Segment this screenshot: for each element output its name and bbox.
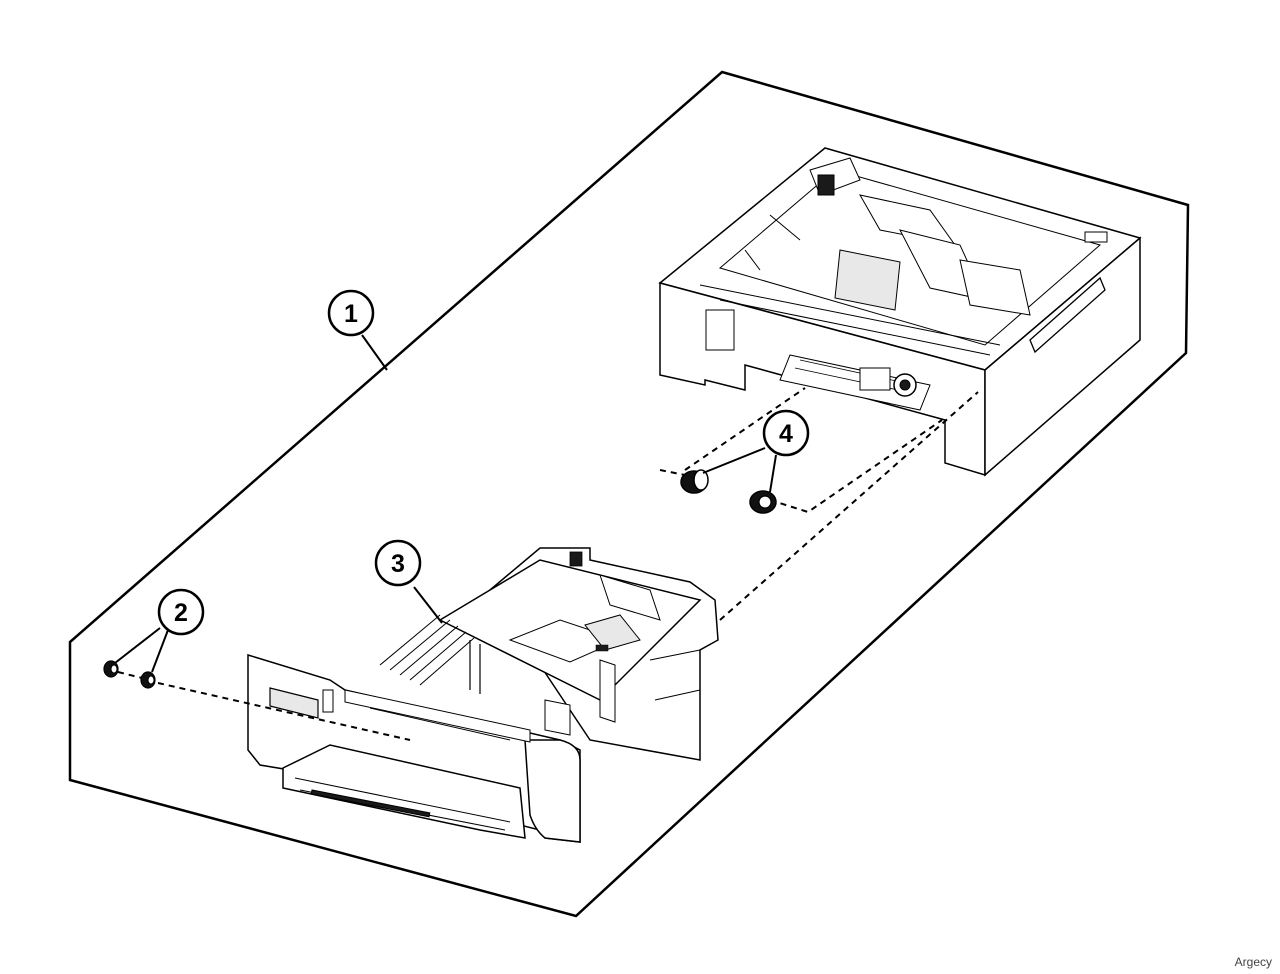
assembly-boundary (68, 70, 1190, 918)
callout-3-label: 3 (391, 550, 405, 578)
pick-roller-part-2-right (140, 671, 156, 689)
callout-1-label: 1 (344, 300, 358, 328)
paper-tray (247, 547, 719, 843)
callout-2: 2 (157, 588, 205, 636)
callout-4-label: 4 (779, 420, 793, 448)
tray-housing (658, 147, 1142, 477)
leader-lines (114, 334, 777, 673)
pick-roller-part-4-right (749, 490, 777, 514)
callout-1: 1 (327, 289, 375, 337)
pick-roller-part-4-left (680, 469, 709, 494)
tray-guides (344, 551, 701, 743)
callout-4: 4 (762, 409, 810, 457)
callout-2-label: 2 (174, 599, 188, 627)
pick-roller-part-2-left (103, 660, 119, 678)
callout-3: 3 (374, 539, 422, 587)
watermark: Argecy (1234, 955, 1272, 969)
